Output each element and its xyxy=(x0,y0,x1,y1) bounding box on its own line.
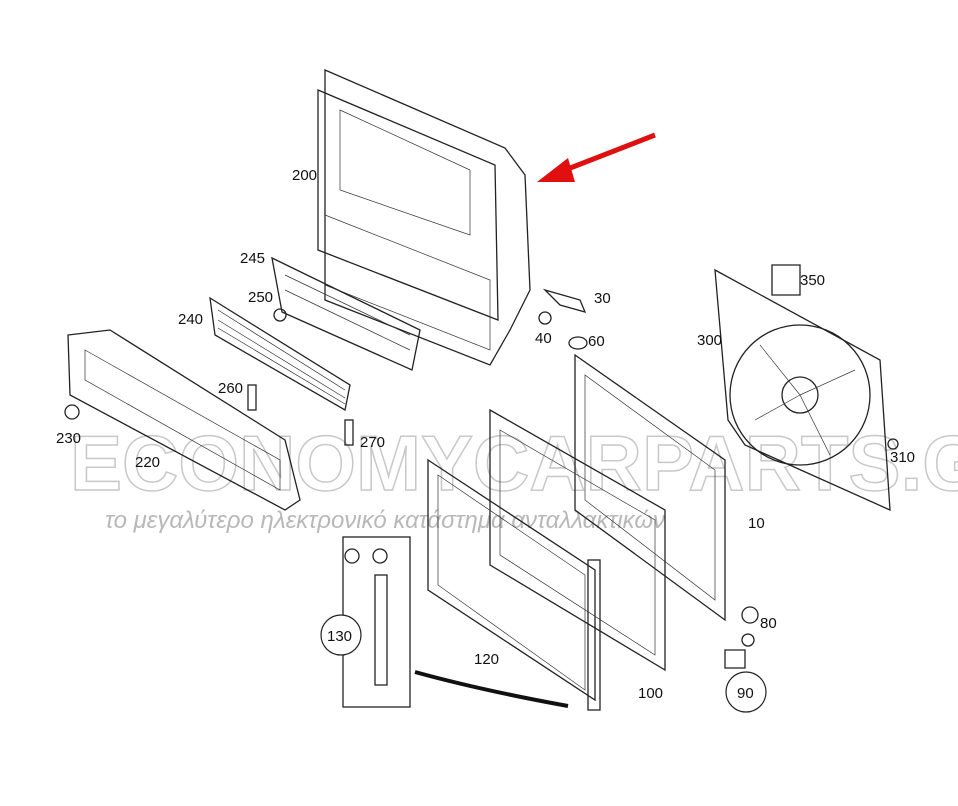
label-240: 240 xyxy=(178,311,203,328)
part-200-air-duct xyxy=(317,69,531,366)
label-260: 260 xyxy=(218,380,243,397)
watermark: ECONOMYCARPARTS.GR το μεγαλύτερο ηλεκτρο… xyxy=(69,418,958,534)
label-60: 60 xyxy=(588,333,605,350)
label-300: 300 xyxy=(697,332,722,349)
fasteners xyxy=(64,264,899,669)
label-40: 40 xyxy=(535,330,552,347)
part-120-condenser xyxy=(427,458,601,711)
red-pointer-arrow xyxy=(537,132,656,182)
label-220: 220 xyxy=(135,454,160,471)
label-90: 90 xyxy=(737,685,754,702)
part-240-grille xyxy=(209,296,351,412)
part-100-radiator xyxy=(489,408,666,672)
label-200: 200 xyxy=(292,167,317,184)
label-30: 30 xyxy=(594,290,611,307)
label-90-circle xyxy=(725,671,767,713)
watermark-tagline: το μεγαλύτερο ηλεκτρονικό κατάστημα αντα… xyxy=(105,507,665,534)
label-350: 350 xyxy=(800,272,825,289)
curved-arrow xyxy=(414,670,569,708)
label-245: 245 xyxy=(240,250,265,267)
part-245-bracket xyxy=(271,256,421,371)
label-270: 270 xyxy=(360,434,385,451)
part-300-fan-shroud xyxy=(714,268,891,512)
watermark-brand: ECONOMYCARPARTS.GR xyxy=(70,419,958,507)
label-250: 250 xyxy=(248,289,273,306)
label-80: 80 xyxy=(760,615,777,632)
part-220-lower-grille xyxy=(67,329,301,511)
label-100: 100 xyxy=(638,685,663,702)
label-120: 120 xyxy=(474,651,499,668)
label-310: 310 xyxy=(890,449,915,466)
label-130: 130 xyxy=(327,628,352,645)
label-130-circle xyxy=(320,614,362,656)
label-230: 230 xyxy=(56,430,81,447)
callout-labels: 200 245 250 240 260 230 220 270 30 40 60… xyxy=(56,167,915,713)
label-10: 10 xyxy=(748,515,765,532)
